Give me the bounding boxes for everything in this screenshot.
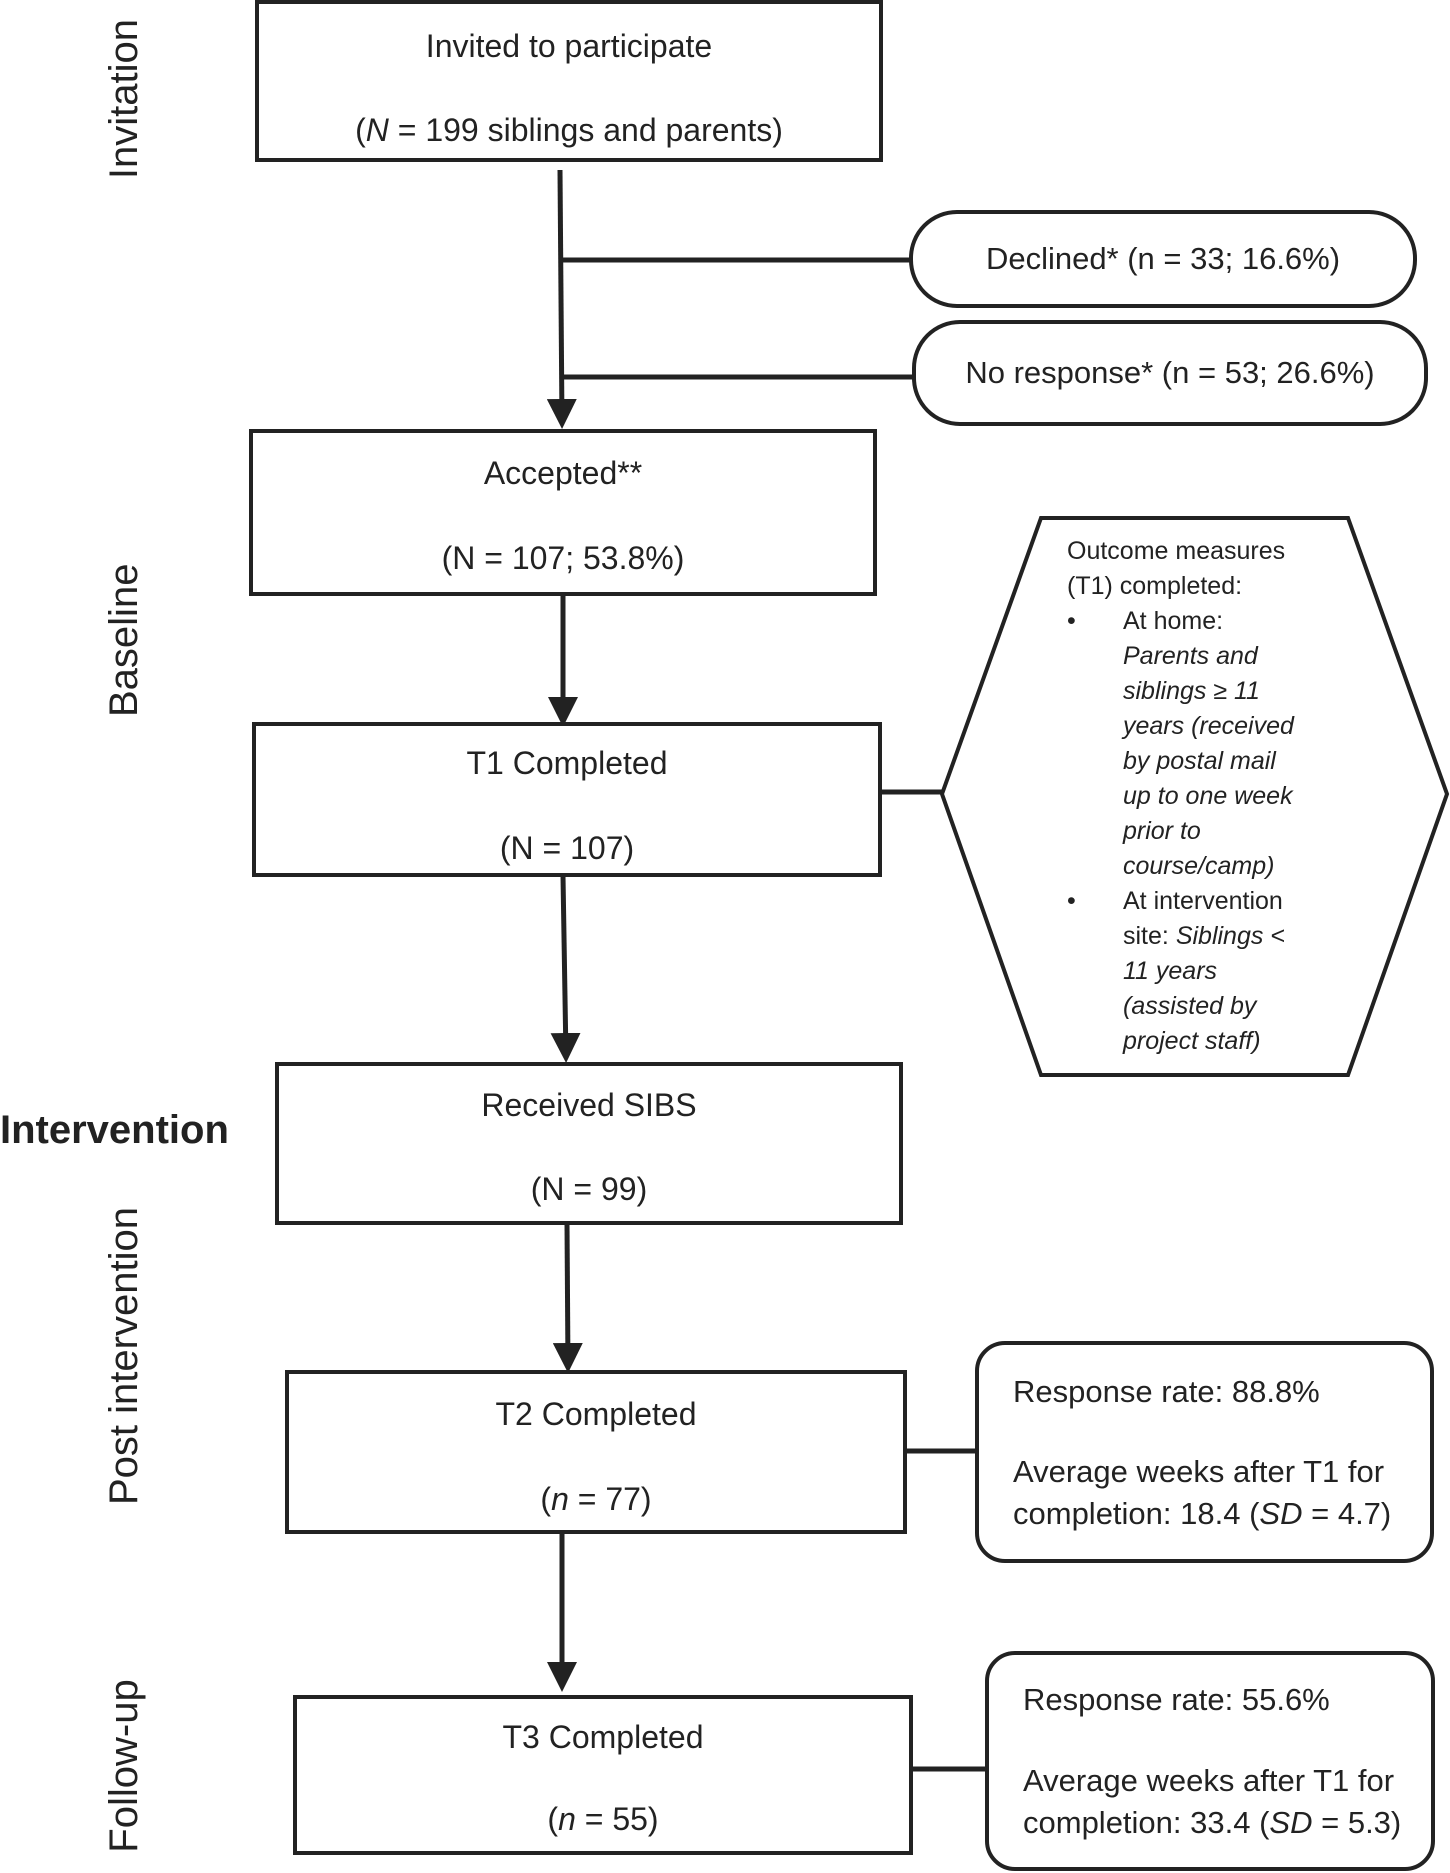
stage-follow-up: Follow-up (102, 1679, 146, 1853)
t2-notes-box: Response rate: 88.8% Average weeks after… (975, 1341, 1434, 1563)
outcome-measures-list: Outcome measures (T1) completed: • At ho… (1067, 534, 1337, 1059)
t2-count: (n = 77) (540, 1481, 652, 1517)
accepted-title: Accepted** (483, 455, 643, 491)
stage-invitation: Invitation (102, 18, 146, 180)
bullet-icon: • (1067, 887, 1076, 915)
sibs-title: Received SIBS (481, 1087, 697, 1123)
arrow-invited-to-accepted (546, 169, 577, 429)
t2-title: T2 Completed (495, 1396, 697, 1432)
declined-text: Declined* (n = 33; 16.6%) (985, 241, 1341, 276)
t3-response-rate: Response rate: 55.6% (1023, 1682, 1330, 1717)
outcome-measures-hexagon (939, 516, 1450, 1077)
arrow-sibs-to-t2 (552, 1223, 583, 1373)
t3-avg-weeks: Average weeks after T1 for completion: 3… (1023, 1763, 1402, 1840)
stage-intervention: Intervention (0, 1108, 229, 1152)
accepted-box: Accepted** (N = 107; 53.8%) (249, 429, 877, 596)
t3-title: T3 Completed (502, 1719, 704, 1755)
invited-count: (N = 199 siblings and parents) (355, 112, 783, 148)
t1-count: (N = 107) (499, 830, 635, 866)
stage-baseline: Baseline (102, 563, 146, 717)
invited-title: Invited to participate (425, 28, 713, 64)
declined-pill: Declined* (n = 33; 16.6%) (909, 210, 1417, 308)
t3-notes-box: Response rate: 55.6% Average weeks after… (985, 1651, 1435, 1871)
outcome-item-home: • At home: Parents and siblings ≥ 11 yea… (1067, 604, 1337, 884)
t2-response-rate: Response rate: 88.8% (1013, 1374, 1320, 1409)
sibs-count: (N = 99) (530, 1171, 648, 1207)
outcome-heading-1: Outcome measures (1067, 537, 1286, 565)
bullet-icon: • (1067, 607, 1076, 635)
t1-box: T1 Completed (N = 107) (252, 722, 882, 877)
t2-box: T2 Completed (n = 77) (285, 1370, 907, 1534)
accepted-count: (N = 107; 53.8%) (441, 540, 685, 576)
invited-box: Invited to participate (N = 199 siblings… (255, 0, 883, 162)
no-response-pill: No response* (n = 53; 26.6%) (912, 320, 1428, 426)
t2-avg-weeks: Average weeks after T1 for completion: 1… (1013, 1454, 1392, 1531)
no-response-text: No response* (n = 53; 26.6%) (965, 355, 1375, 390)
t3-box: T3 Completed (n = 55) (293, 1695, 913, 1855)
sibs-box: Received SIBS (N = 99) (275, 1062, 903, 1225)
arrow-t1-to-sibs (550, 875, 581, 1063)
t1-title: T1 Completed (466, 745, 668, 781)
t3-count: (n = 55) (547, 1801, 659, 1837)
outcome-heading-2: (T1) completed: (1067, 572, 1243, 600)
outcome-item-site: • At intervention site: Siblings < 11 ye… (1067, 884, 1337, 1059)
stage-post-intervention: Post intervention (102, 1207, 146, 1505)
